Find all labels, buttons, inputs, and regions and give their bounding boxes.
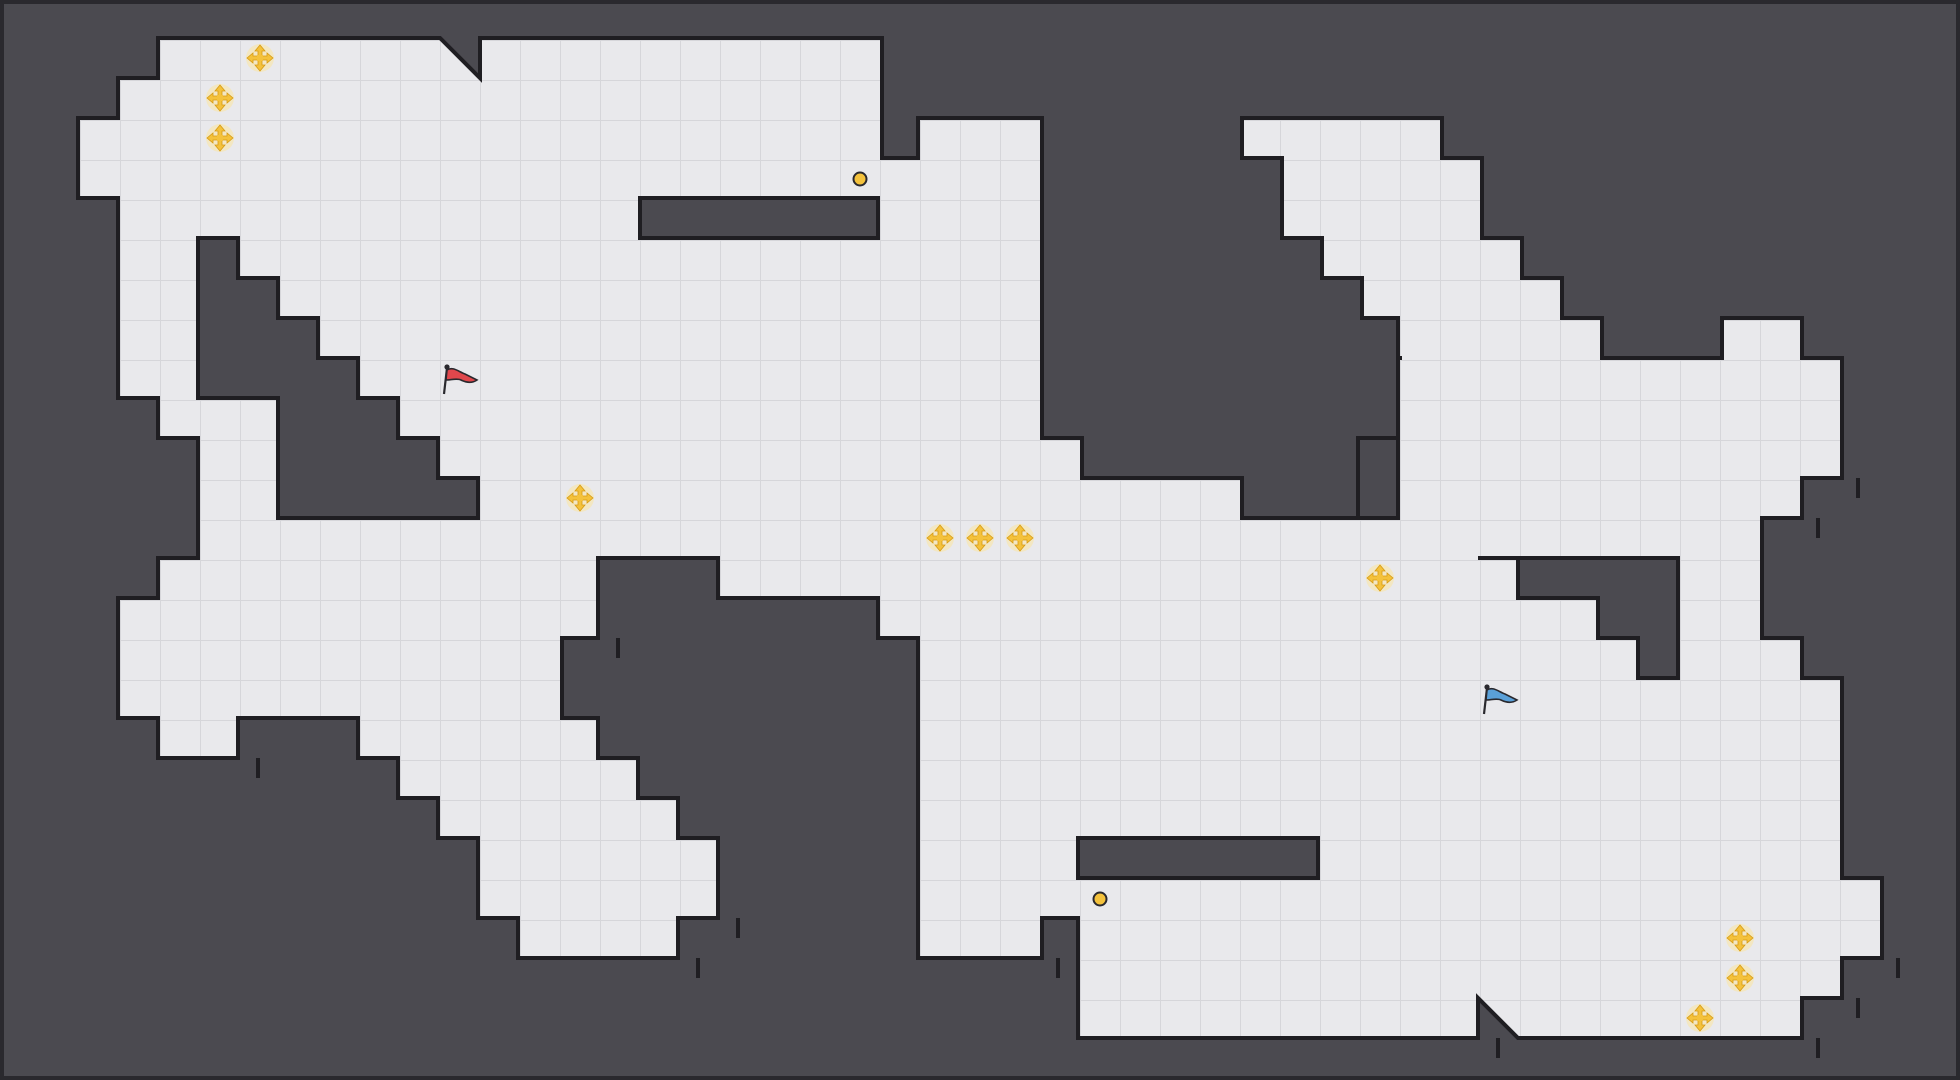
blue-flag-icon[interactable]	[1482, 684, 1519, 715]
inner-wall-4	[1478, 556, 1680, 680]
move-arrows-gem-icon[interactable]	[206, 124, 234, 152]
walls	[76, 36, 1900, 1058]
inner-wall-2	[196, 236, 480, 520]
coin-icon[interactable]	[852, 171, 868, 187]
inner-wall-3	[1076, 836, 1320, 880]
move-arrows-gem-icon[interactable]	[1686, 1004, 1714, 1032]
red-flag-icon[interactable]	[442, 364, 479, 395]
move-arrows-gem-icon[interactable]	[1006, 524, 1034, 552]
move-arrows-gem-icon[interactable]	[1366, 564, 1394, 592]
move-arrows-gem-icon[interactable]	[246, 44, 274, 72]
move-arrows-gem-icon[interactable]	[1726, 924, 1754, 952]
coin-icon[interactable]	[1092, 891, 1108, 907]
outer-wall	[76, 36, 1884, 1040]
move-arrows-gem-icon[interactable]	[926, 524, 954, 552]
move-arrows-gem-icon[interactable]	[566, 484, 594, 512]
move-arrows-gem-icon[interactable]	[206, 84, 234, 112]
inner-wall-5	[1356, 436, 1400, 520]
move-arrows-gem-icon[interactable]	[1726, 964, 1754, 992]
pickups	[206, 44, 1754, 1032]
inner-wall-1	[638, 196, 880, 240]
move-arrows-gem-icon[interactable]	[966, 524, 994, 552]
